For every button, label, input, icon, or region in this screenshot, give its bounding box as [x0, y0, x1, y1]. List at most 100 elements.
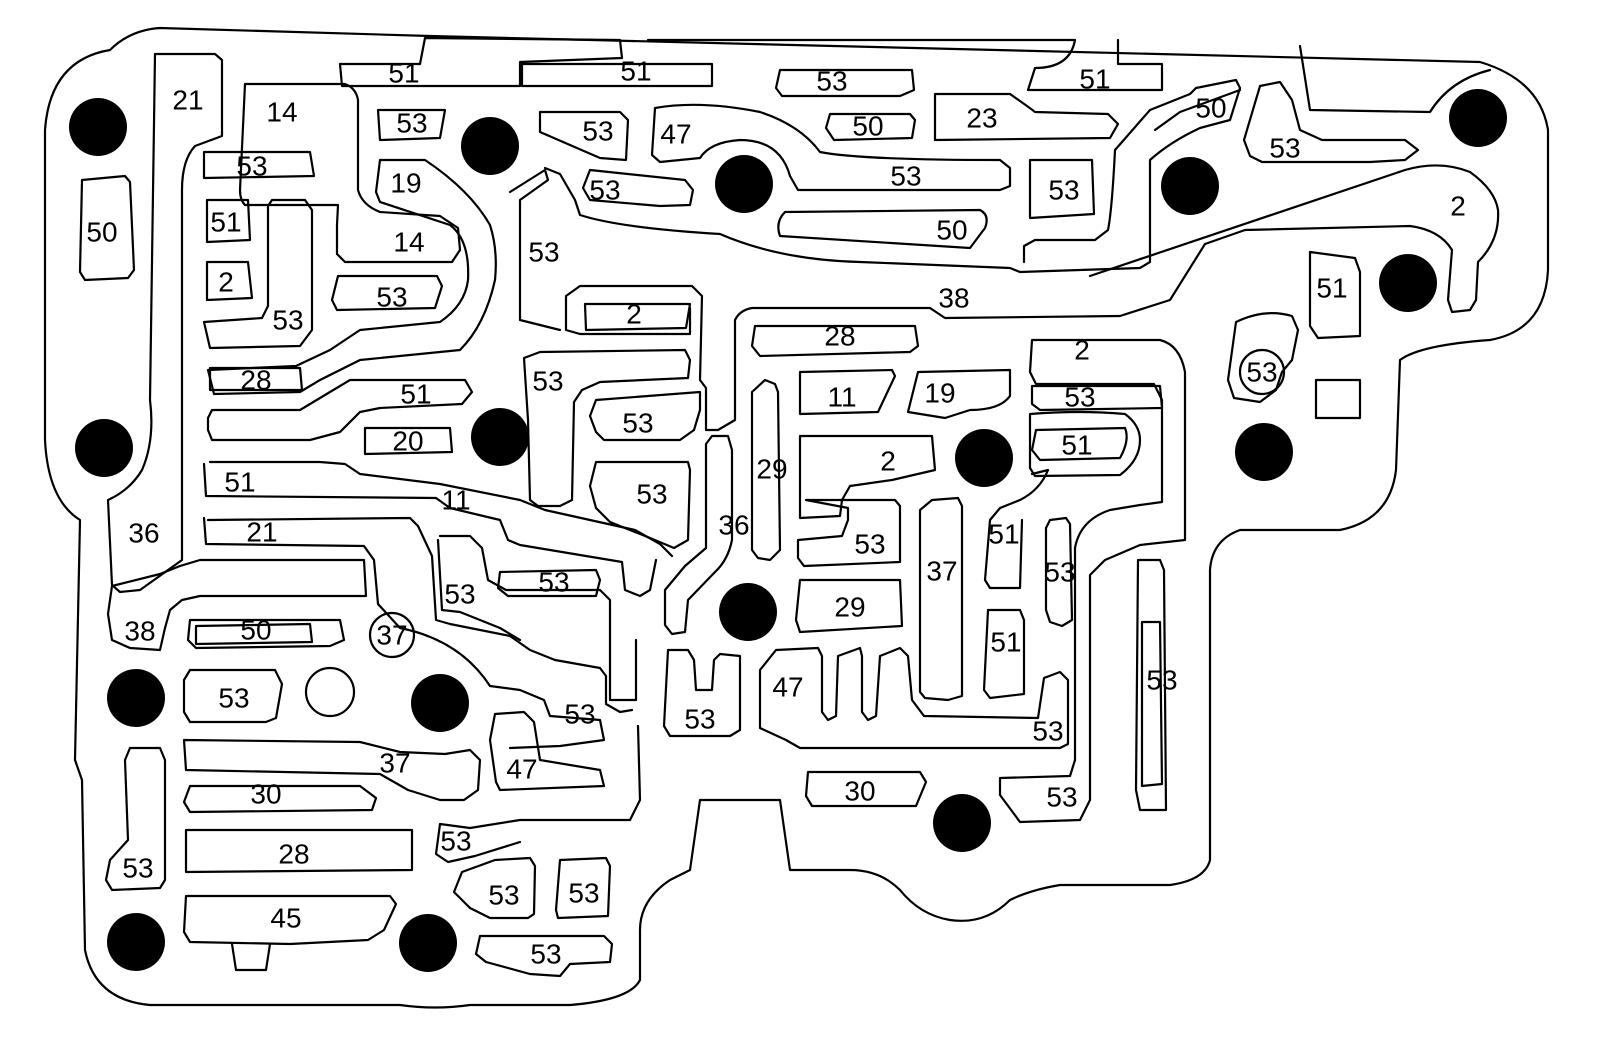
passage-label: 21 — [246, 517, 277, 548]
bolt-hole — [955, 429, 1013, 487]
passage-label: 51 — [1316, 273, 1347, 304]
passage-label: 30 — [844, 776, 875, 807]
passage-label: 38 — [938, 283, 969, 314]
bolt-hole — [107, 669, 165, 727]
passage-label: 53 — [589, 175, 620, 206]
passage-label: 53 — [1269, 133, 1300, 164]
passage-label: 53 — [582, 116, 613, 147]
passage-label: 11 — [827, 382, 856, 413]
passage-label: 53 — [1246, 357, 1277, 388]
passage-label: 53 — [528, 237, 559, 268]
passage-label: 53 — [622, 408, 653, 439]
passage-label: 11 — [441, 485, 470, 516]
bolt-hole — [411, 674, 469, 732]
bolt-hole — [1235, 423, 1293, 481]
passage-label: 47 — [772, 672, 803, 703]
passage-label: 53 — [122, 853, 153, 884]
bolt-hole — [471, 408, 529, 466]
passage-label: 53 — [396, 108, 427, 139]
passage-label: 53 — [218, 683, 249, 714]
bolt-hole — [1161, 157, 1219, 215]
passage-label: 37 — [376, 620, 407, 651]
passage-label: 51 — [210, 207, 241, 238]
passage-label: 50 — [852, 111, 883, 142]
passage-label: 51 — [990, 627, 1021, 658]
passage-label: 37 — [379, 748, 410, 779]
passage-label: 45 — [270, 903, 301, 934]
passage-label: 2 — [1450, 191, 1466, 222]
bolt-hole — [75, 419, 133, 477]
bolt-hole — [1379, 254, 1437, 312]
passage-label: 2 — [1074, 335, 1090, 366]
passage-label: 53 — [636, 479, 667, 510]
passage-label: 37 — [926, 556, 957, 587]
passage-label: 53 — [684, 704, 715, 735]
passage-label: 53 — [440, 826, 471, 857]
bolt-hole — [107, 913, 165, 971]
passage-label: 47 — [506, 754, 537, 785]
passage-label: 53 — [272, 305, 303, 336]
passage-label: 53 — [530, 939, 561, 970]
passage-label: 21 — [172, 85, 203, 116]
bolt-hole — [715, 155, 773, 213]
passage-label: 53 — [854, 529, 885, 560]
passage-label: 50 — [240, 615, 271, 646]
bolt-hole — [461, 117, 519, 175]
passage-label: 51 — [388, 58, 419, 89]
passage-label: 53 — [376, 282, 407, 313]
passage-label: 36 — [128, 518, 159, 549]
passage-label: 28 — [278, 839, 309, 870]
plate-outline — [43, 26, 1550, 1009]
bolt-holes — [69, 89, 1507, 972]
passage-label: 51 — [400, 379, 431, 410]
passage-label: 50 — [1195, 93, 1226, 124]
passage-label: 2 — [218, 267, 234, 298]
passage-label: 38 — [124, 616, 155, 647]
passage-label: 53 — [488, 880, 519, 911]
passage-label: 29 — [756, 454, 787, 485]
passage-label: 19 — [390, 168, 421, 199]
passage-label: 51 — [988, 519, 1019, 550]
passage-label: 2 — [626, 299, 642, 330]
passage-label: 53 — [1048, 175, 1079, 206]
passage-label: 14 — [266, 97, 297, 128]
passage-label: 53 — [444, 579, 475, 610]
passage-label: 53 — [1064, 382, 1095, 413]
passage-label: 47 — [660, 119, 691, 150]
passage-label: 30 — [250, 779, 281, 810]
bolt-hole — [399, 914, 457, 972]
passage-label: 50 — [86, 217, 117, 248]
passage-label: 2 — [880, 446, 896, 477]
passage-label: 53 — [1044, 557, 1075, 588]
passage-label: 53 — [532, 366, 563, 397]
passage-label: 53 — [816, 66, 847, 97]
passage-label: 53 — [236, 151, 267, 182]
passage-label: 50 — [936, 215, 967, 246]
passage-label: 19 — [924, 378, 955, 409]
passage-label: 28 — [824, 321, 855, 352]
passage-label: 53 — [1146, 665, 1177, 696]
passage-label: 53 — [568, 878, 599, 909]
passage-label: 51 — [620, 56, 651, 87]
passage-label: 36 — [718, 510, 749, 541]
passage-label: 14 — [393, 227, 424, 258]
passage-label: 53 — [538, 567, 569, 598]
passage-label: 29 — [834, 592, 865, 623]
passages — [78, 36, 1500, 978]
passage-label: 53 — [564, 699, 595, 730]
passage-label: 51 — [1061, 430, 1092, 461]
bolt-hole — [1449, 89, 1507, 147]
bolt-hole — [69, 98, 127, 156]
passage-label: 20 — [392, 426, 423, 457]
passage-label: 51 — [1079, 64, 1110, 95]
bolt-hole — [933, 794, 991, 852]
passage-label: 53 — [890, 161, 921, 192]
passage-label: 53 — [1046, 782, 1077, 813]
bolt-hole — [719, 583, 777, 641]
passage-label: 51 — [224, 467, 255, 498]
passage-label: 53 — [1032, 716, 1063, 747]
passage-label: 23 — [966, 103, 997, 134]
passage-label: 28 — [240, 365, 271, 396]
